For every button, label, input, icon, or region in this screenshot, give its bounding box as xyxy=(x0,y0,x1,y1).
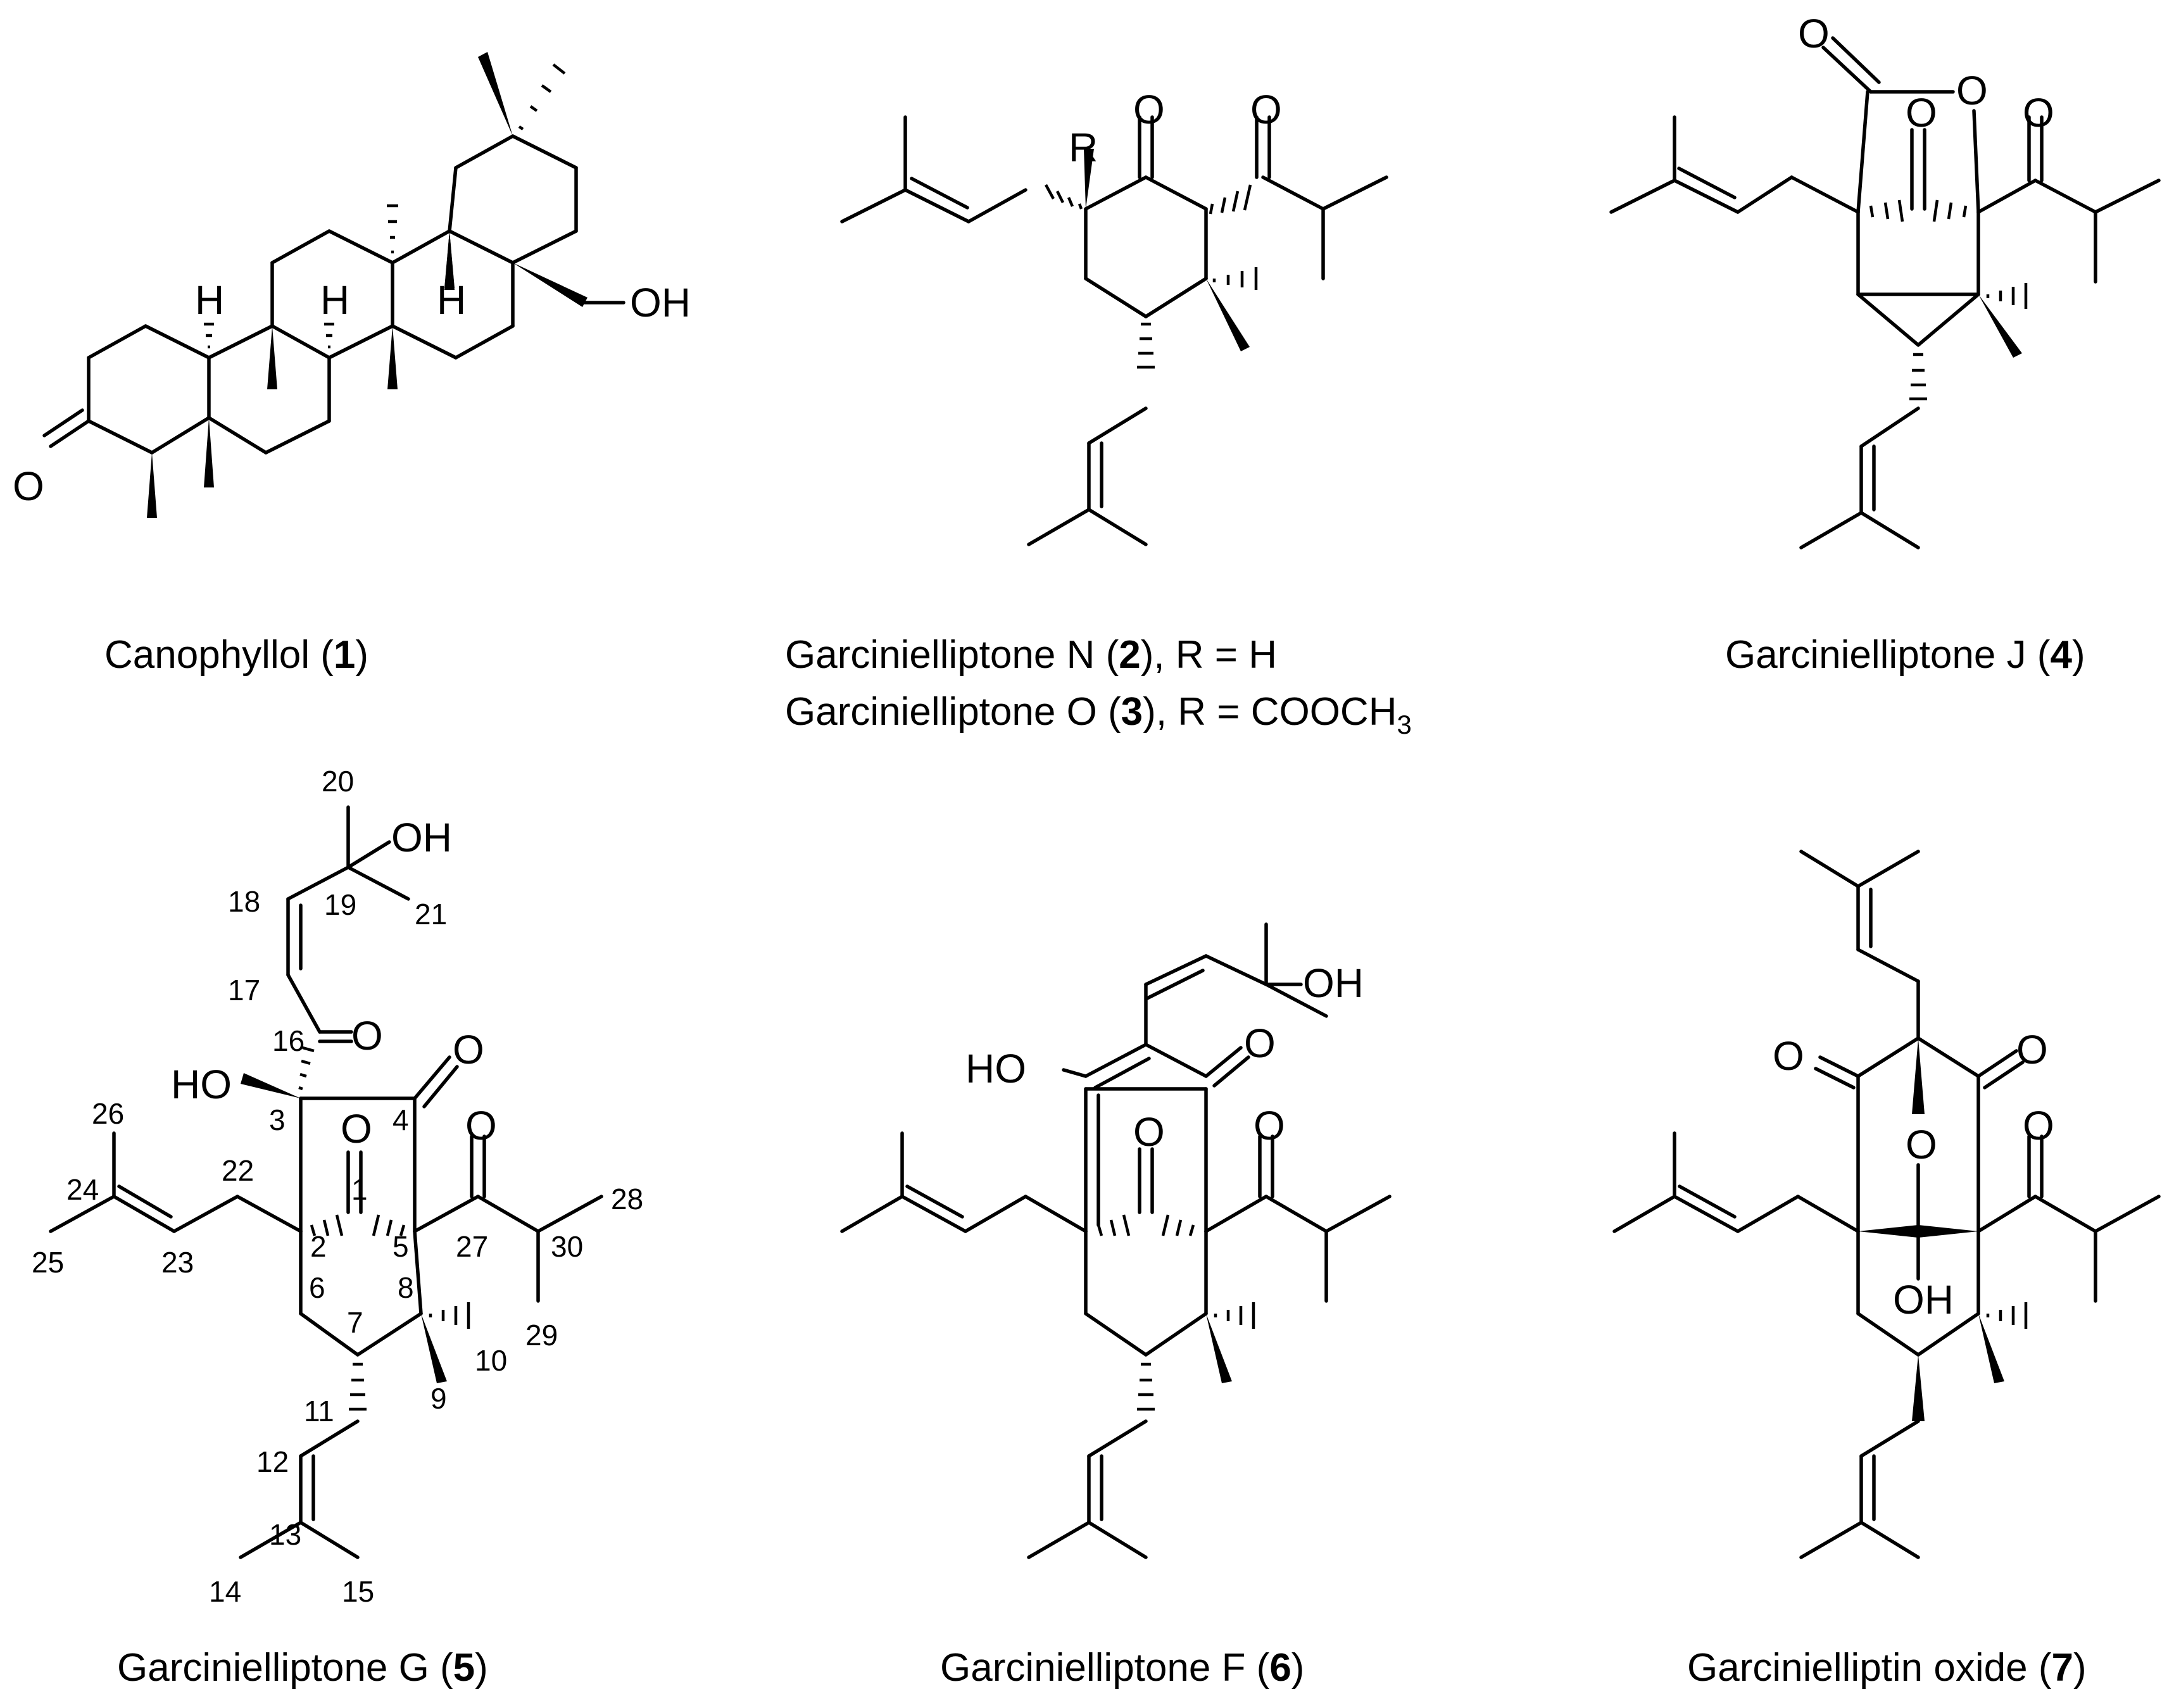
oxygen-label: O xyxy=(1133,87,1165,132)
hydroxyl-label: OH xyxy=(391,815,452,860)
oxygen-label: O xyxy=(453,1027,484,1072)
structure-garcinielliptin-oxide: O O O OH O xyxy=(1612,850,2161,1690)
h-atom-label: H xyxy=(320,277,349,323)
h-atom-label: H xyxy=(195,277,224,323)
structure-garcinielliptone-f: O HO O OH O xyxy=(840,922,1392,1690)
locant-10: 10 xyxy=(475,1344,507,1377)
locant-22: 22 xyxy=(222,1154,254,1187)
caption-garcinielliptone-o: Garcinielliptone O (3), R = COOCH3 xyxy=(785,690,1412,739)
locant-6: 6 xyxy=(309,1271,325,1304)
hydroxyl-label: OH xyxy=(1893,1277,1954,1322)
locant-1: 1 xyxy=(351,1173,368,1206)
locant-7: 7 xyxy=(347,1306,363,1339)
oxygen-label: O xyxy=(2016,1027,2048,1072)
oxygen-label: O xyxy=(1254,1103,1285,1148)
oxygen-label: O xyxy=(1906,90,1937,135)
caption-garcinielliptone-j: Garcinielliptone J (4) xyxy=(1725,633,2085,677)
locant-9: 9 xyxy=(430,1382,447,1415)
caption-garcinielliptin-oxide: Garcinielliptin oxide (7) xyxy=(1687,1646,2087,1690)
hydroxyl-label: HO xyxy=(965,1046,1026,1091)
caption-garcinielliptone-f: Garcinielliptone F (6) xyxy=(940,1646,1304,1690)
oxygen-label: O xyxy=(1906,1122,1937,1167)
locant-18: 18 xyxy=(228,885,260,918)
locant-25: 25 xyxy=(32,1246,64,1279)
structure-garcinielliptone-j: O O O O Garcinielliptone J (4 xyxy=(1609,11,2161,677)
locant-30: 30 xyxy=(551,1230,583,1263)
locant-21: 21 xyxy=(415,898,447,931)
structure-canophyllol: H H H O OH Canophyllol (1) xyxy=(13,52,691,677)
hydroxyl-label: OH xyxy=(630,280,691,325)
oxygen-label: O xyxy=(1798,11,1830,56)
locant-17: 17 xyxy=(228,974,260,1007)
caption-garcinielliptone-n: Garcinielliptone N (2), R = H xyxy=(785,633,1277,677)
locant-26: 26 xyxy=(92,1097,124,1130)
locant-27: 27 xyxy=(456,1230,488,1263)
locant-28: 28 xyxy=(611,1183,643,1215)
oxygen-label: O xyxy=(1133,1109,1165,1155)
caption-canophyllol: Canophyllol (1) xyxy=(104,633,368,677)
locant-29: 29 xyxy=(525,1319,558,1352)
hydroxyl-label: OH xyxy=(1303,960,1364,1006)
locant-13: 13 xyxy=(269,1518,301,1551)
caption-garcinielliptone-g: Garcinielliptone G (5) xyxy=(117,1646,488,1690)
locant-20: 20 xyxy=(322,765,354,798)
locant-19: 19 xyxy=(324,888,356,921)
r-group-label: R xyxy=(1069,125,1098,170)
oxygen-label: O xyxy=(2023,1103,2054,1148)
oxygen-label: O xyxy=(1250,87,1282,132)
oxygen-label: O xyxy=(1773,1033,1804,1079)
oxygen-label: O xyxy=(341,1106,372,1152)
locant-24: 24 xyxy=(66,1173,99,1206)
locant-4: 4 xyxy=(393,1103,409,1136)
oxygen-label: O xyxy=(351,1013,383,1058)
locant-5: 5 xyxy=(393,1230,409,1263)
locant-23: 23 xyxy=(161,1246,194,1279)
locant-8: 8 xyxy=(398,1271,414,1304)
locant-14: 14 xyxy=(209,1575,241,1608)
locant-2: 2 xyxy=(310,1230,327,1263)
oxygen-label: O xyxy=(2023,90,2054,135)
h-atom-label: H xyxy=(437,277,466,323)
hydroxyl-label: HO xyxy=(171,1062,232,1107)
structure-garcinielliptone-g: O O HO O OH O xyxy=(32,765,643,1690)
locant-11: 11 xyxy=(304,1395,334,1428)
structure-garcinielliptone-n-o: O R O Garcinielliptone N (2), R = H Garc… xyxy=(785,87,1412,739)
oxygen-label: O xyxy=(13,463,44,509)
oxygen-label: O xyxy=(1956,68,1988,113)
locant-3: 3 xyxy=(269,1103,286,1136)
oxygen-label: O xyxy=(465,1103,497,1148)
locant-16: 16 xyxy=(272,1024,305,1057)
locant-15: 15 xyxy=(342,1575,374,1608)
oxygen-label: O xyxy=(1244,1020,1276,1066)
locant-12: 12 xyxy=(256,1445,289,1478)
